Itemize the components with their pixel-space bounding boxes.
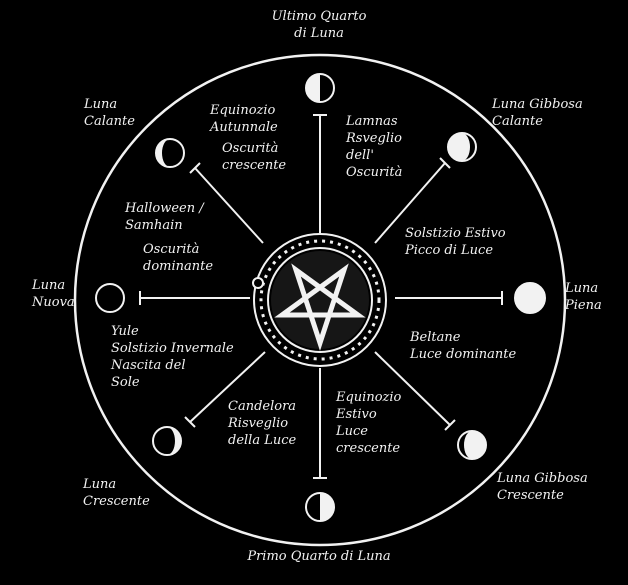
spoke-top-right (374, 162, 446, 244)
festival-lammas: Lamnas Rsveglio dell' Oscurità (346, 114, 403, 180)
festival-samhain: Halloween / Samhain (125, 201, 204, 233)
ouroboros-inner (267, 247, 373, 353)
spoke-bottom-left (189, 351, 266, 423)
moon-phase-icons (95, 73, 546, 522)
festival-samhain-desc: Oscurità dominante (143, 242, 214, 274)
moon-label-top: Ultimo Quarto di Luna (271, 9, 367, 41)
outer-ring (73, 53, 567, 547)
festival-autumn-equinox-desc: Oscurità crescente (222, 141, 287, 173)
festival-autumn-equinox: Equinozio Autunnale (210, 103, 278, 135)
festival-beltane: Beltane Luce dominante (410, 330, 517, 362)
new-moon-icon (95, 283, 125, 313)
spokes (139, 114, 503, 479)
moon-label-top-right: Luna Gibbosa Calante (492, 97, 583, 129)
pentacle-icon (274, 263, 366, 352)
central-disc (271, 251, 369, 349)
festival-summer-solstice: Solstizio Estivo Picco di Luce (405, 226, 506, 258)
festival-yule: Yule Solstizio Invernale Nascita del Sol… (111, 324, 234, 390)
moon-label-right: Luna Piena (565, 281, 602, 313)
festival-candlemas: Candelora Risveglio della Luce (228, 399, 297, 448)
ouroboros-head (252, 277, 264, 289)
moon-label-bottom-left: Luna Crescente (83, 477, 150, 509)
spoke-top-left (194, 167, 264, 244)
spoke-bottom-right (374, 351, 451, 426)
festival-spring-equinox: Equinozio Estivo Luce crescente (336, 390, 402, 456)
moon-label-left: Luna Nuova (32, 278, 75, 310)
ouroboros-scales (259, 239, 381, 361)
moon-label-top-left: Luna Calante (84, 97, 135, 129)
full-moon-icon (514, 282, 546, 314)
moon-label-bottom: Primo Quarto di Luna (247, 549, 391, 564)
moon-label-bottom-right: Luna Gibbosa Crescente (497, 471, 588, 503)
ouroboros-outer (253, 233, 387, 367)
